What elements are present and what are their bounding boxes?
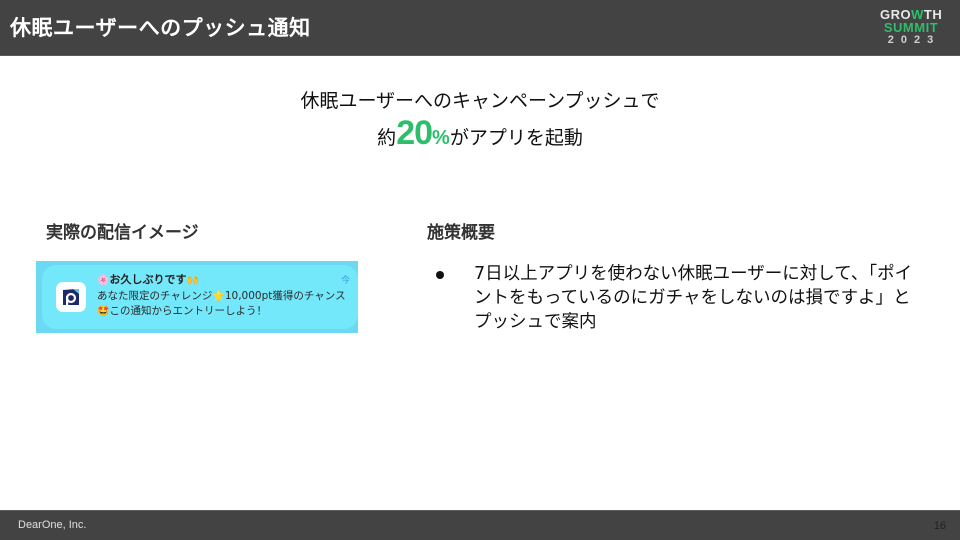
highlight-number: 20 <box>396 114 433 152</box>
p-logo-icon <box>63 289 79 305</box>
slide-footer: DearOne, Inc. 16 <box>0 510 960 540</box>
overview-bullet-list: 7日以上アプリを使わない休眠ユーザーに対して、「ポイントをもっているのにガチャを… <box>436 262 926 334</box>
star-struck-icon: 🤩 <box>97 306 110 317</box>
company-name: DearOne, Inc. <box>18 519 87 531</box>
notification-time: 今 <box>340 276 350 286</box>
logo-line-year: 2023 <box>887 34 941 46</box>
logo-line-summit: SUMMIT <box>883 20 939 35</box>
highlight-unit: % <box>432 127 450 149</box>
cherry-blossom-icon: 🌸 <box>97 275 110 286</box>
notification-card: 🌸お久しぶりです🙌 今 あなた限定のチャレンジ🌟10,000pt獲得のチャンス🤩… <box>42 265 358 329</box>
app-icon <box>56 282 86 312</box>
star-icon: 🌟 <box>212 291 225 302</box>
headline-line1: 休眠ユーザーへのキャンペーンプッシュで <box>300 90 660 112</box>
logo-line-growth: GROWTH <box>880 7 943 22</box>
slide-title: 休眠ユーザーへのプッシュ通知 <box>10 16 311 40</box>
delivery-image-heading: 実際の配信イメージ <box>46 223 199 243</box>
push-notification-image: 🌸お久しぶりです🙌 今 あなた限定のチャレンジ🌟10,000pt獲得のチャンス🤩… <box>36 261 358 333</box>
headline-line2: 約20%がアプリを起動 <box>0 114 960 153</box>
bullet-text: 7日以上アプリを使わない休眠ユーザーに対して、「ポイントをもっているのにガチャを… <box>474 264 913 332</box>
bullet-dot-icon <box>436 271 444 279</box>
page-number: 16 <box>933 520 946 532</box>
growth-summit-logo: GROWTH SUMMIT 2023 <box>880 8 942 47</box>
headline-prefix: 約 <box>377 127 397 149</box>
raising-hands-icon: 🙌 <box>186 275 199 286</box>
overview-heading: 施策概要 <box>427 223 495 243</box>
notification-title: 🌸お久しぶりです🙌 <box>97 273 199 286</box>
headline-suffix: がアプリを起動 <box>449 127 583 149</box>
bullet-item: 7日以上アプリを使わない休眠ユーザーに対して、「ポイントをもっているのにガチャを… <box>436 262 926 334</box>
slide-header: 休眠ユーザーへのプッシュ通知 GROWTH SUMMIT 2023 <box>0 0 960 56</box>
notification-body: あなた限定のチャレンジ🌟10,000pt獲得のチャンス🤩この通知からエントリーし… <box>97 290 346 317</box>
